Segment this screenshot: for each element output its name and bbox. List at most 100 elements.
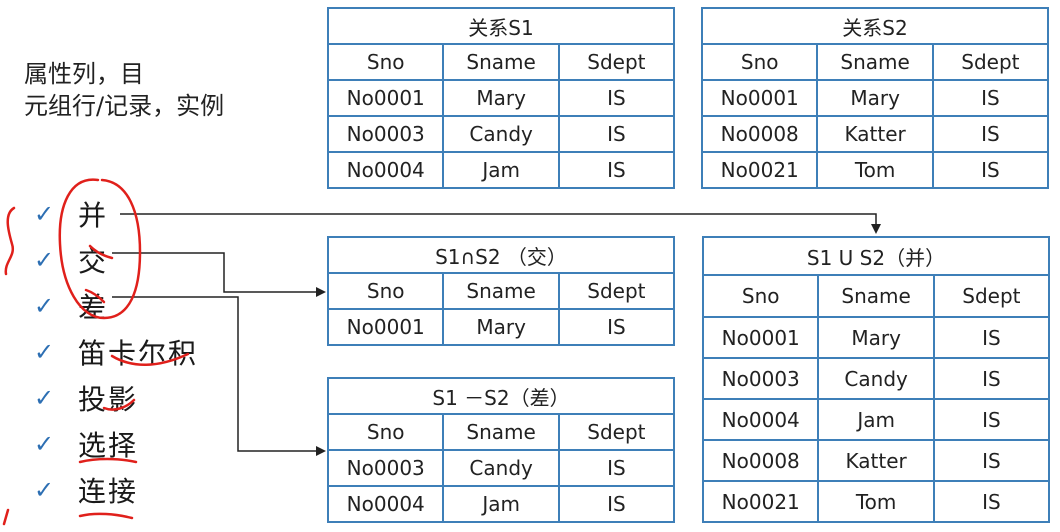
cell-sdept: IS (932, 398, 1051, 441)
header-sdept: Sdept (932, 274, 1051, 318)
table-row: No0021 Tom IS (700, 151, 1050, 189)
header-sdept: Sdept (557, 272, 676, 310)
operation-projection: ✓ 投影 (34, 378, 234, 418)
check-icon: ✓ (34, 200, 55, 228)
cell-sno: No0003 (326, 449, 445, 487)
cell-sdept: IS (932, 357, 1051, 400)
cell-sno: No0004 (701, 398, 820, 441)
cell-sname: Katter (816, 115, 934, 153)
cell-sno: No0001 (326, 79, 445, 117)
notes: 属性列，目 元组行/记录，实例 (24, 58, 224, 122)
underline-mark (102, 398, 136, 411)
table-row: No0001 Mary IS (326, 79, 676, 117)
cell-sname: Candy (442, 449, 560, 487)
table-s2: 关系S2 Sno Sname Sdept No0001 Mary IS No00… (700, 7, 1050, 189)
check-icon: ✓ (34, 246, 55, 274)
operation-intersect: ✓ 交 (34, 240, 234, 280)
operation-union: ✓ 并 (34, 194, 234, 234)
header-row: Sno Sname Sdept (701, 274, 1051, 318)
cell-sno: No0008 (700, 115, 819, 153)
tick-mark (2, 508, 10, 526)
cell-sname: Tom (817, 480, 935, 523)
difference-arrow (112, 296, 326, 456)
cell-sno: No0021 (700, 151, 819, 189)
cell-sno: No0021 (701, 480, 820, 523)
cell-sdept: IS (557, 485, 676, 523)
table-union: S1 U S2（并） Sno Sname Sdept No0001 Mary I… (701, 236, 1051, 523)
cell-sdept: IS (557, 308, 676, 346)
header-row: Sno Sname Sdept (326, 413, 676, 451)
note-line-1: 属性列，目 (24, 60, 144, 88)
table-row: No0001 Mary IS (326, 308, 676, 346)
header-sno: Sno (326, 43, 445, 81)
table-title: S1∩S2 （交） (327, 236, 675, 274)
circle-mark (58, 178, 142, 320)
underline-mark (78, 512, 134, 520)
table-row: No0001 Mary IS (700, 79, 1050, 117)
header-sdept: Sdept (931, 43, 1050, 81)
header-sno: Sno (326, 413, 445, 451)
table-row: No0004 Jam IS (701, 398, 1051, 441)
cell-sno: No0003 (326, 115, 445, 153)
check-icon: ✓ (34, 476, 55, 504)
cell-sdept: IS (932, 480, 1051, 523)
cell-sno: No0001 (701, 316, 820, 359)
cell-sno: No0003 (701, 357, 820, 400)
table-title: S1 U S2（并） (702, 236, 1050, 276)
operation-join: ✓ 连接 (34, 470, 234, 510)
cell-sname: Katter (817, 439, 935, 482)
table-intersect: S1∩S2 （交） Sno Sname Sdept No0001 Mary IS (326, 236, 676, 346)
cell-sname: Jam (817, 398, 935, 441)
red-annotations (2, 178, 190, 526)
table-s1: 关系S1 Sno Sname Sdept No0001 Mary IS No00… (326, 7, 676, 189)
table-title: 关系S1 (327, 7, 675, 45)
operation-label: 连接 (78, 475, 139, 508)
header-row: Sno Sname Sdept (700, 43, 1050, 81)
header-row: Sno Sname Sdept (326, 272, 676, 310)
check-icon: ✓ (34, 384, 55, 412)
cell-sdept: IS (557, 151, 676, 189)
operation-selection: ✓ 选择 (34, 424, 234, 464)
header-sno: Sno (700, 43, 819, 81)
cell-sdept: IS (932, 316, 1051, 359)
header-sname: Sname (442, 43, 560, 81)
cell-sname: Mary (442, 308, 560, 346)
operation-label: 并 (78, 199, 109, 232)
cell-sname: Mary (817, 316, 935, 359)
operation-label: 选择 (78, 429, 139, 462)
header-sname: Sname (817, 274, 935, 318)
union-arrow (120, 213, 881, 234)
cell-sno: No0008 (701, 439, 820, 482)
underline-mark (84, 288, 106, 304)
note-line-2: 元组行/记录，实例 (24, 92, 225, 120)
table-row: No0004 Jam IS (326, 151, 676, 189)
header-sname: Sname (442, 272, 560, 310)
cell-sdept: IS (931, 151, 1050, 189)
check-icon: ✓ (34, 292, 55, 320)
table-title: 关系S2 (701, 7, 1049, 45)
check-icon: ✓ (34, 430, 55, 458)
cell-sname: Candy (817, 357, 935, 400)
cell-sdept: IS (932, 439, 1051, 482)
header-sname: Sname (816, 43, 934, 81)
cell-sdept: IS (931, 115, 1050, 153)
underline-mark (110, 352, 190, 366)
operation-label: 交 (78, 245, 109, 278)
operation-label: 投影 (78, 383, 139, 416)
table-row: No0001 Mary IS (701, 316, 1051, 359)
cell-sname: Mary (442, 79, 560, 117)
table-row: No0003 Candy IS (701, 357, 1051, 400)
underline-mark (78, 457, 138, 464)
cell-sno: No0004 (326, 151, 445, 189)
table-difference: S1 －S2（差） Sno Sname Sdept No0003 Candy I… (326, 377, 676, 523)
cell-sno: No0001 (326, 308, 445, 346)
left-bracket-mark (4, 206, 16, 276)
intersect-arrow (112, 252, 326, 297)
header-sno: Sno (701, 274, 820, 318)
cell-sno: No0004 (326, 485, 445, 523)
cell-sname: Jam (442, 151, 560, 189)
cell-sdept: IS (557, 79, 676, 117)
table-title: S1 －S2（差） (327, 377, 675, 415)
header-sdept: Sdept (557, 43, 676, 81)
